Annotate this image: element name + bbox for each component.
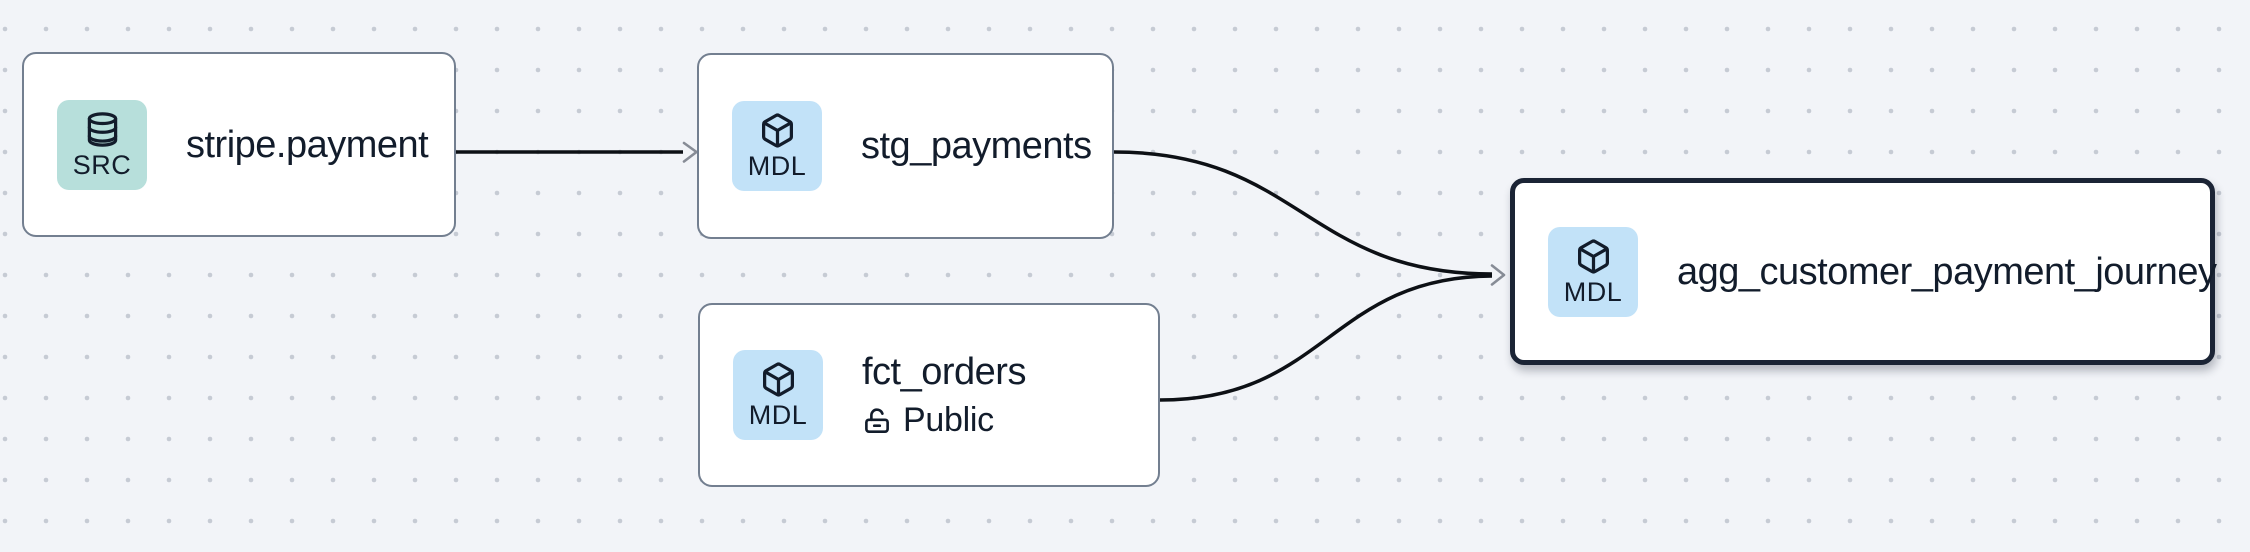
access-label: Public: [903, 401, 994, 439]
badge-label: MDL: [1563, 276, 1623, 307]
badge-label: SRC: [72, 149, 132, 180]
cube-icon: [761, 113, 793, 148]
badge-label: MDL: [748, 400, 808, 430]
node-stg-payments[interactable]: MDL stg_payments: [697, 53, 1114, 239]
database-icon: [87, 111, 117, 147]
node-title: fct_orders: [862, 351, 1026, 393]
source-badge: SRC: [57, 99, 147, 190]
arrowhead-icon: [1490, 264, 1506, 286]
node-stripe-payment[interactable]: SRC stripe.payment: [22, 52, 456, 237]
edge-stg-payments-to-agg: [1113, 150, 1493, 276]
model-badge: MDL: [1548, 226, 1638, 317]
node-content: stg_payments: [861, 124, 1092, 168]
node-title: agg_customer_payment_journey: [1677, 250, 2217, 293]
node-agg-customer-payment-journey[interactable]: MDL agg_customer_payment_journey: [1510, 178, 2217, 365]
model-badge: MDL: [733, 350, 823, 440]
node-content: fct_orders Public: [862, 350, 1026, 440]
node-title: stripe.payment: [186, 123, 429, 166]
node-content: agg_customer_payment_journey: [1677, 250, 2217, 294]
badge-label: MDL: [747, 151, 807, 181]
model-badge: MDL: [732, 101, 822, 191]
edge-fct-orders-to-agg: [1159, 274, 1493, 402]
arrowhead-icon: [682, 141, 698, 163]
node-content: stripe.payment: [186, 123, 429, 167]
cube-icon: [762, 362, 794, 397]
cube-icon: [1577, 238, 1609, 274]
node-fct-orders[interactable]: MDL fct_orders Public: [698, 303, 1160, 487]
lock-open-icon: [865, 407, 889, 433]
node-title: stg_payments: [861, 125, 1092, 167]
access-row: Public: [862, 401, 1026, 440]
